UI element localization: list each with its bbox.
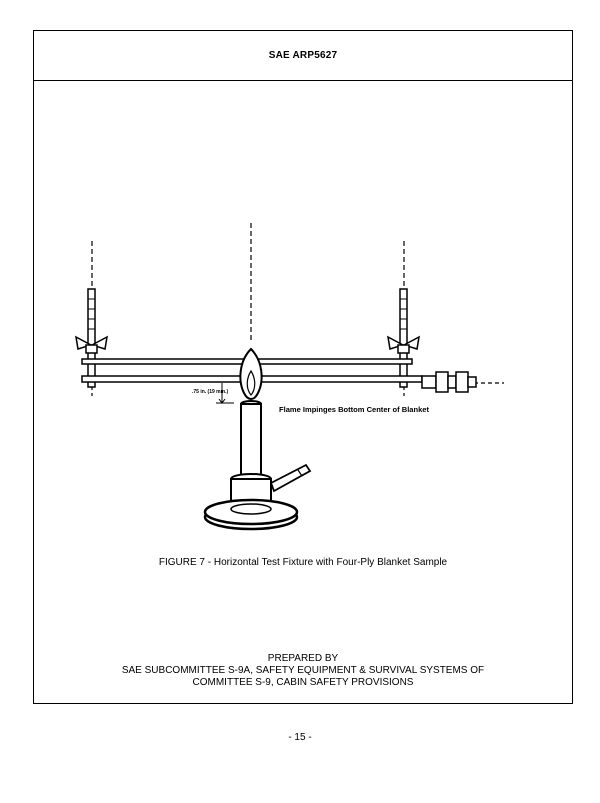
left-clamp — [75, 288, 108, 388]
document-header: SAE ARP5627 — [34, 31, 572, 81]
prepared-by-block: PREPARED BY SAE SUBCOMMITTEE S-9A, SAFET… — [34, 653, 572, 689]
right-clamp — [387, 288, 420, 388]
flame-annotation: Flame Impinges Bottom Center of Blanket — [279, 405, 430, 414]
dimension-label: .75 in. (19 mm.) — [192, 389, 228, 395]
document-id: SAE ARP5627 — [268, 50, 338, 61]
test-fixture-illustration: .75 in. (19 mm.) Flame Impinges Bottom C… — [75, 223, 504, 531]
figure-drawing: .75 in. (19 mm.) Flame Impinges Bottom C… — [74, 221, 544, 541]
page-frame: SAE ARP5627 — [33, 30, 573, 704]
prepared-by-label: PREPARED BY — [267, 653, 339, 664]
gas-fitting — [421, 371, 477, 393]
burner-tube — [240, 403, 262, 478]
subcommittee-line: SAE SUBCOMMITTEE S-9A, SAFETY EQUIPMENT … — [121, 665, 485, 676]
figure-caption: FIGURE 7 - Horizontal Test Fixture with … — [158, 557, 448, 568]
page-number: - 15 - — [288, 732, 312, 743]
gas-inlet — [269, 463, 312, 493]
committee-line: COMMITTEE S-9, CABIN SAFETY PROVISIONS — [192, 677, 414, 688]
